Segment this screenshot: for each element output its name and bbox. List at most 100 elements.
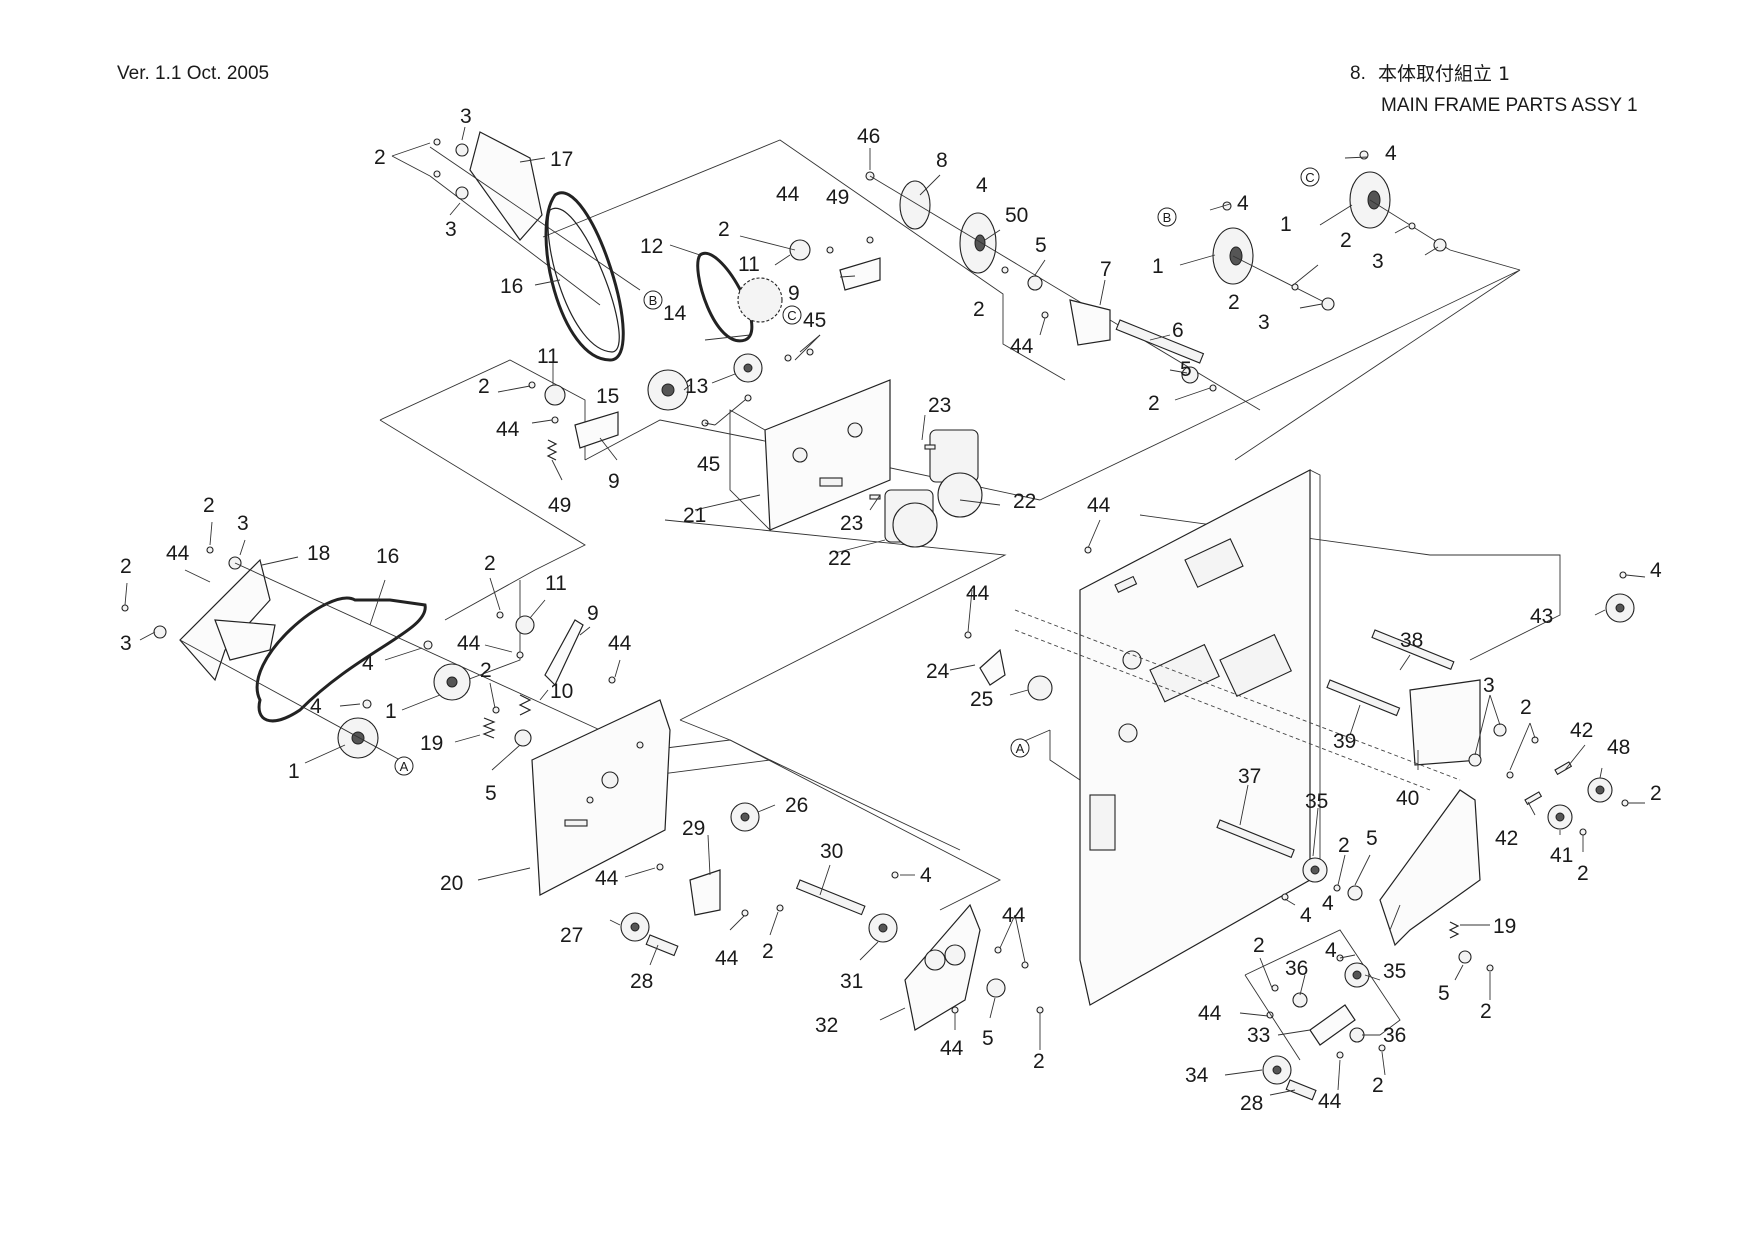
callout: 44 bbox=[608, 632, 632, 655]
ref-mark: C bbox=[787, 308, 796, 323]
callout: 3 bbox=[445, 218, 457, 241]
callout: 42 bbox=[1495, 827, 1518, 850]
section-number: 8. bbox=[1350, 63, 1366, 84]
callout: 2 bbox=[1338, 834, 1350, 857]
callout: 5 bbox=[1180, 358, 1192, 381]
callout: 41 bbox=[1550, 844, 1573, 867]
callout: 23 bbox=[928, 394, 951, 417]
callout: 44 bbox=[1087, 494, 1111, 517]
callout: 19 bbox=[420, 732, 443, 755]
ref-mark: C bbox=[1305, 170, 1314, 185]
callout: 44 bbox=[715, 947, 739, 970]
bracket-17-and-belt-16 bbox=[429, 131, 689, 411]
callout: 8 bbox=[936, 149, 948, 172]
callout: 2 bbox=[1372, 1074, 1384, 1097]
callout: 42 bbox=[1570, 719, 1593, 742]
callout: 2 bbox=[1650, 782, 1662, 805]
callout: 4 bbox=[1325, 939, 1337, 962]
gear-8-50-shaft-6 bbox=[865, 171, 1261, 411]
callout: 5 bbox=[1438, 982, 1450, 1005]
callout: 9 bbox=[587, 602, 599, 625]
callout: 43 bbox=[1530, 605, 1553, 628]
callout: 26 bbox=[785, 794, 808, 817]
callout: 2 bbox=[1228, 291, 1240, 314]
callout: 14 bbox=[663, 302, 687, 325]
callout: 44 bbox=[1318, 1090, 1342, 1113]
callout: 1 bbox=[288, 760, 300, 783]
callout: 2 bbox=[1033, 1050, 1045, 1073]
callout: 46 bbox=[857, 125, 880, 148]
callout: 2 bbox=[973, 298, 985, 321]
callout: 2 bbox=[718, 218, 730, 241]
lower-gear-group bbox=[620, 802, 1044, 1031]
version-label: Ver. 1.1 Oct. 2005 bbox=[117, 63, 270, 84]
callout: 45 bbox=[697, 453, 720, 476]
callout: 2 bbox=[1480, 1000, 1492, 1023]
callout: 2 bbox=[762, 940, 774, 963]
callout: 11 bbox=[545, 572, 567, 595]
right-side-assemblies bbox=[964, 571, 1635, 901]
callout: 28 bbox=[1240, 1092, 1263, 1115]
ref-mark: A bbox=[400, 759, 409, 774]
section-title-jp: 本体取付組立 1 bbox=[1378, 63, 1511, 85]
callout: 5 bbox=[1035, 234, 1047, 257]
motor-plate-21 bbox=[701, 348, 891, 531]
ref-mark: B bbox=[649, 293, 658, 308]
belt-12-gear-13 bbox=[696, 236, 881, 383]
callout: 40 bbox=[1396, 787, 1419, 810]
callout: 5 bbox=[1366, 827, 1378, 850]
callout: 2 bbox=[203, 494, 215, 517]
callout: 2 bbox=[1520, 696, 1532, 719]
section-title-en: MAIN FRAME PARTS ASSY 1 bbox=[1381, 95, 1638, 116]
callout: 44 bbox=[940, 1037, 964, 1060]
callout: 33 bbox=[1247, 1024, 1270, 1047]
motors-22 bbox=[869, 429, 983, 548]
callout: 11 bbox=[537, 345, 559, 368]
callout: 44 bbox=[166, 542, 190, 565]
callout: 28 bbox=[630, 970, 653, 993]
callout: 4 bbox=[1385, 142, 1397, 165]
callout: 44 bbox=[1002, 904, 1026, 927]
callout: 36 bbox=[1285, 957, 1308, 980]
callout: 35 bbox=[1305, 790, 1328, 813]
callout: 2 bbox=[484, 552, 496, 575]
left-bracket-18-belt-16 bbox=[121, 546, 601, 761]
callout: 44 bbox=[496, 418, 520, 441]
callout: 34 bbox=[1185, 1064, 1209, 1087]
callout: 30 bbox=[820, 840, 843, 863]
callout: 29 bbox=[682, 817, 705, 840]
callout: 3 bbox=[1372, 250, 1384, 273]
callout: 1 bbox=[1280, 213, 1292, 236]
left-pulley-group bbox=[528, 381, 619, 461]
callout: 10 bbox=[550, 680, 573, 703]
callout: 5 bbox=[485, 782, 497, 805]
callout: 3 bbox=[237, 512, 249, 535]
ref-mark: A bbox=[1016, 741, 1025, 756]
callout: 4 bbox=[1322, 892, 1334, 915]
callout: 4 bbox=[310, 695, 322, 718]
plate-20 bbox=[482, 611, 671, 896]
callout: 4 bbox=[976, 174, 988, 197]
callout: 32 bbox=[815, 1014, 838, 1037]
callout: 50 bbox=[1005, 204, 1028, 227]
callout: 5 bbox=[982, 1027, 994, 1050]
callout: 2 bbox=[1253, 934, 1265, 957]
callout: 44 bbox=[966, 582, 990, 605]
callout: 1 bbox=[1152, 255, 1164, 278]
callout: 44 bbox=[776, 183, 800, 206]
callout: 9 bbox=[608, 470, 620, 493]
callout: 2 bbox=[1577, 862, 1589, 885]
callout: 49 bbox=[826, 186, 849, 209]
callout: 3 bbox=[1258, 311, 1270, 334]
callout: 7 bbox=[1100, 258, 1112, 281]
callout: 20 bbox=[440, 872, 463, 895]
main-frame-panel bbox=[1079, 469, 1321, 1006]
callout: 21 bbox=[683, 504, 706, 527]
callout: 3 bbox=[1483, 674, 1495, 697]
callout: 18 bbox=[307, 542, 330, 565]
callout: 4 bbox=[920, 864, 932, 887]
callout: 19 bbox=[1493, 915, 1516, 938]
callout: 44 bbox=[457, 632, 481, 655]
callout: 2 bbox=[374, 146, 386, 169]
callout: 2 bbox=[1148, 392, 1160, 415]
